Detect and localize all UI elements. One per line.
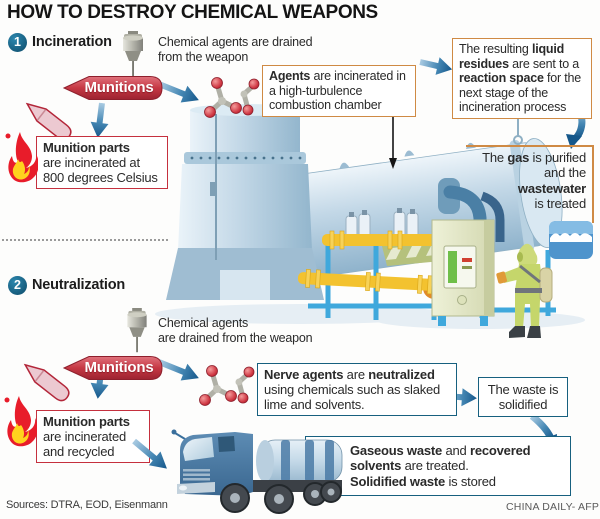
munitions-label: Munitions: [84, 79, 154, 96]
control-cabinet: [431, 219, 495, 326]
arrow-munitions-to-parts2: [90, 363, 109, 399]
page-title: HOW TO DESTROY CHEMICAL WEAPONS: [7, 2, 378, 23]
step1-label: Incineration: [32, 34, 112, 50]
munition-parts-box-step1: Munition parts are incinerated at 800 de…: [36, 136, 168, 190]
hazmat-worker: [496, 243, 553, 338]
munitions-shape: [62, 356, 163, 380]
step1-drain-note: Chemical agents are drained from the wea…: [158, 35, 313, 64]
waste-solidified-box: The waste is solidified: [478, 377, 568, 418]
section-divider: [2, 239, 168, 241]
step2-drain-note: Chemical agents are drained from the wea…: [158, 316, 313, 345]
arrow-parts-to-truck: [132, 438, 167, 469]
munitions-shell-step1: Munitions: [62, 74, 164, 102]
step2-label: Neutralization: [32, 277, 126, 293]
incinerator-plant-illustration: [155, 104, 585, 338]
munition-part-shell-icon: [15, 357, 75, 411]
nerve-agents-box: Nerve agents are neutralized using chemi…: [257, 363, 457, 417]
agents-incinerated-box: Agents are incinerated in a high-turbule…: [262, 65, 416, 117]
munitions-label: Munitions: [84, 359, 154, 376]
step1-badge: 1: [8, 33, 27, 52]
step2-badge: 2: [8, 276, 27, 295]
munitions-shape: [62, 76, 163, 100]
arrow-nerve-to-waste: [443, 388, 477, 407]
liquid-residues-box: The resulting liquid residues are sent t…: [452, 38, 592, 119]
credit-note: CHINA DAILY- AFP: [506, 501, 600, 513]
arrow-to-liquid-box: [419, 57, 453, 75]
flame-icon: [5, 132, 38, 183]
gas-note-rule-right: [592, 145, 594, 223]
arrow-munitions-to-agents: [157, 81, 199, 103]
gas-purified-note: The gas is purified and the wastewater i…: [482, 150, 586, 211]
arrow-munitions-to-parts1: [90, 102, 109, 138]
flame-icon: [4, 396, 37, 447]
drain-valve-icon: [127, 308, 147, 353]
tanker-truck: [171, 429, 343, 514]
gas-note-rule-top: [466, 145, 594, 147]
munitions-shell-step2: Munitions: [62, 354, 164, 382]
gaseous-waste-box: Gaseous waste and recovered solvents are…: [305, 436, 571, 496]
munition-parts-box-step2: Munition parts are incinerated and recyc…: [36, 410, 150, 464]
chemical-agent-molecule-icon: [204, 77, 260, 118]
wastewater-icon: [549, 221, 593, 259]
arrow-munitions-to-nerve: [157, 359, 199, 381]
drain-valve-icon: [123, 31, 143, 77]
nerve-agent-molecule-icon: [199, 365, 255, 406]
pointer-line-to-chamber: [389, 110, 397, 169]
sources-note: Sources: DTRA, EOD, Eisenmann: [6, 499, 168, 511]
